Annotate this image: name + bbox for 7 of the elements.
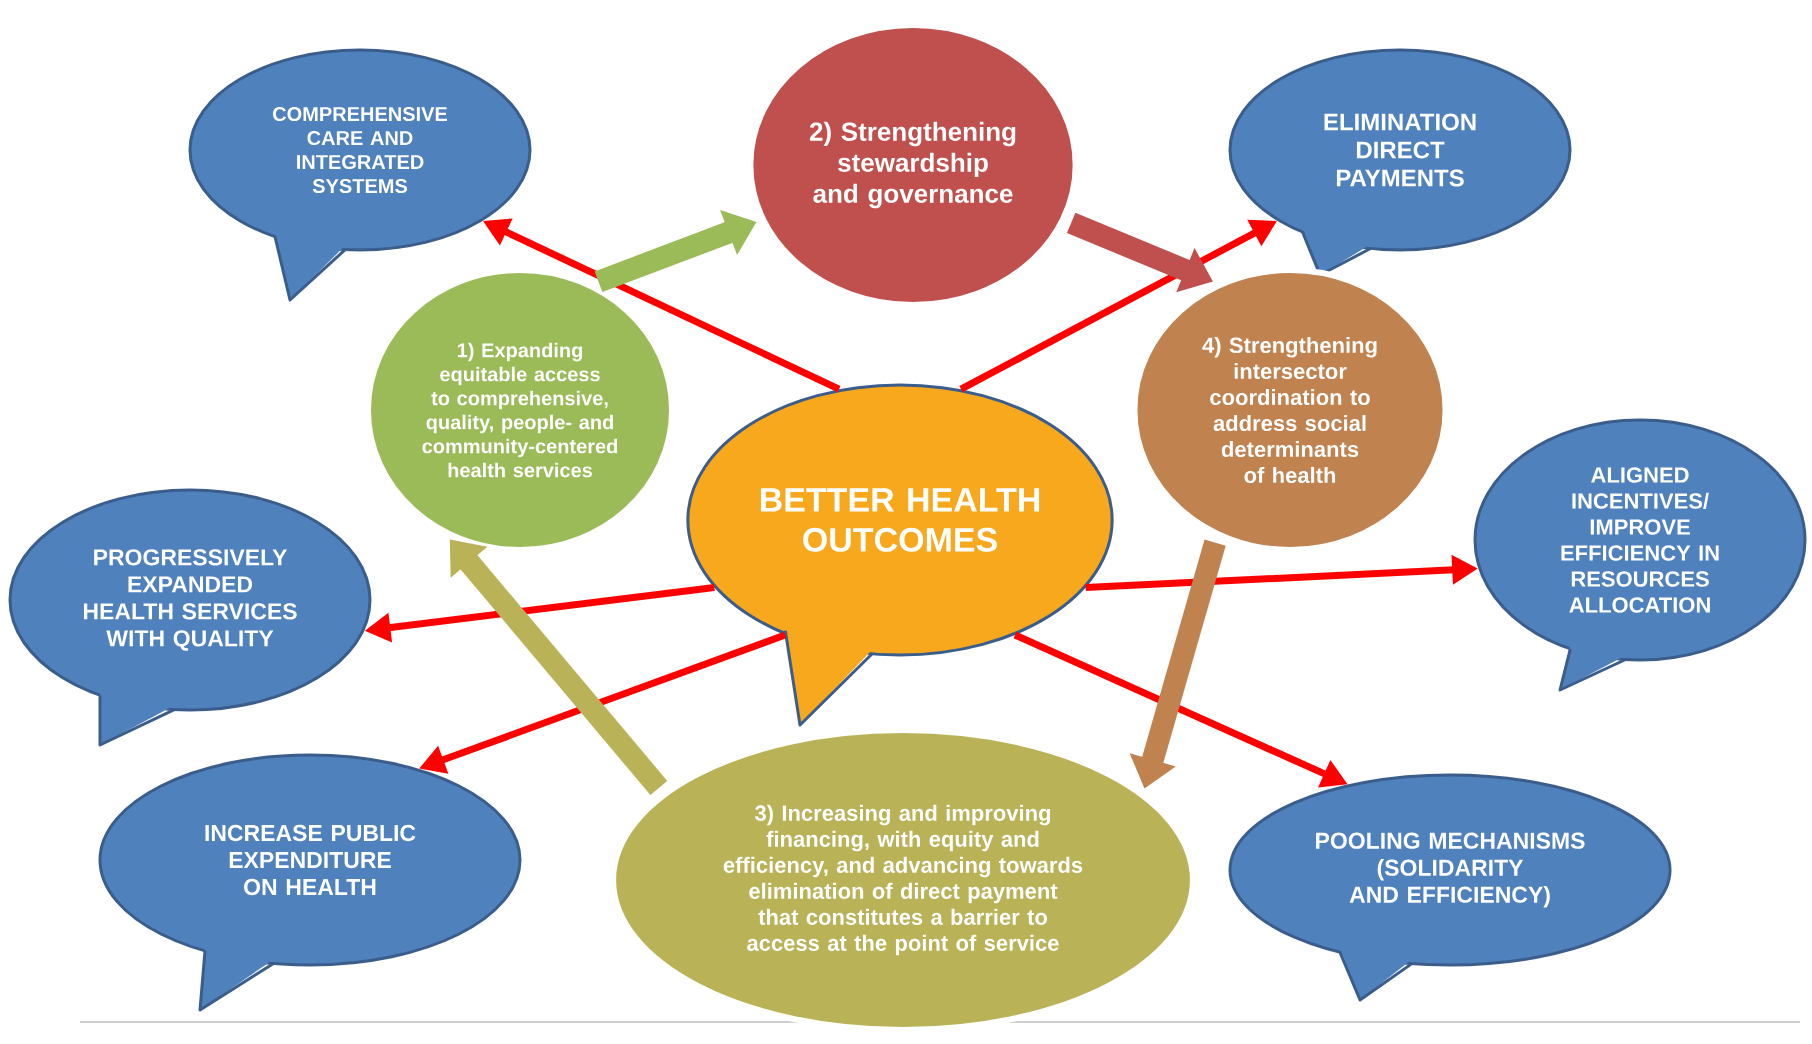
speech-bubble: COMPREHENSIVE CARE AND INTEGRATED SYSTEMS [188, 48, 532, 302]
speech-bubble: ELIMINATION DIRECT PAYMENTS [1228, 48, 1572, 277]
speech-bubble: ALIGNED INCENTIVES/ IMPROVE EFFICIENCY IN RESOURCES ALLOCATION [1473, 418, 1807, 692]
speech-bubble: PROGRESSIVELY EXPANDED HEALTH SERVICES WITH QUALITY [8, 488, 372, 747]
speech-bubble: POOLING MECHANISMS (SOLIDARITY AND EFFICIENCY) [1228, 773, 1672, 1002]
speech-bubble: INCREASE PUBLIC EXPENDITURE ON HEALTH [98, 753, 522, 1012]
speech-bubble: BETTER HEALTH OUTCOMES [686, 383, 1114, 727]
